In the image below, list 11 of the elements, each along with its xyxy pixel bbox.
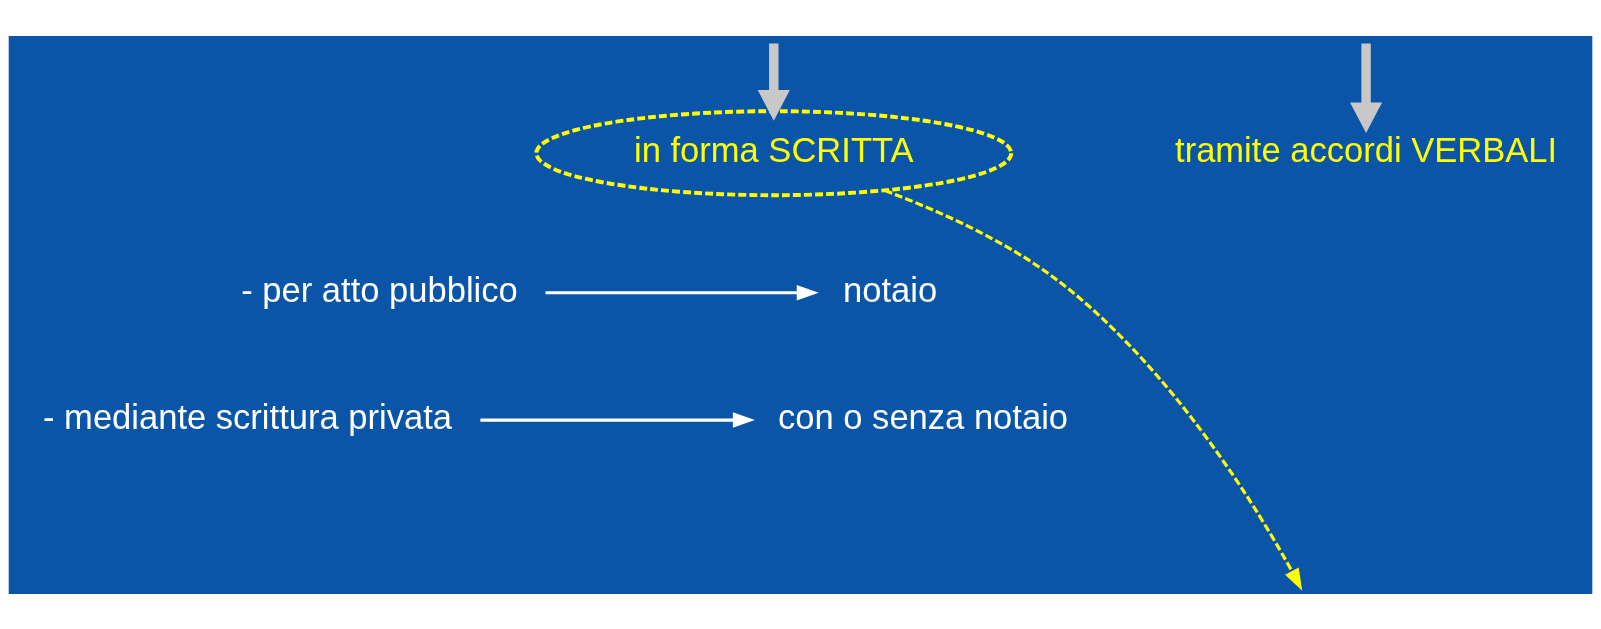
arrow bbox=[545, 284, 819, 300]
node-text: - mediante scrittura privata bbox=[43, 397, 452, 436]
arrow bbox=[480, 411, 755, 428]
node-text: notaio bbox=[842, 270, 938, 309]
node-text: con o senza notaio bbox=[778, 397, 1069, 436]
arrow bbox=[1350, 43, 1383, 133]
arrow bbox=[757, 43, 790, 121]
node-text: tramite accordi VERBALI bbox=[1175, 130, 1558, 169]
node-text: - per atto pubblico bbox=[241, 270, 518, 309]
arrow bbox=[884, 188, 1303, 591]
node-ellipse: in forma SCRITTA bbox=[534, 108, 1014, 197]
